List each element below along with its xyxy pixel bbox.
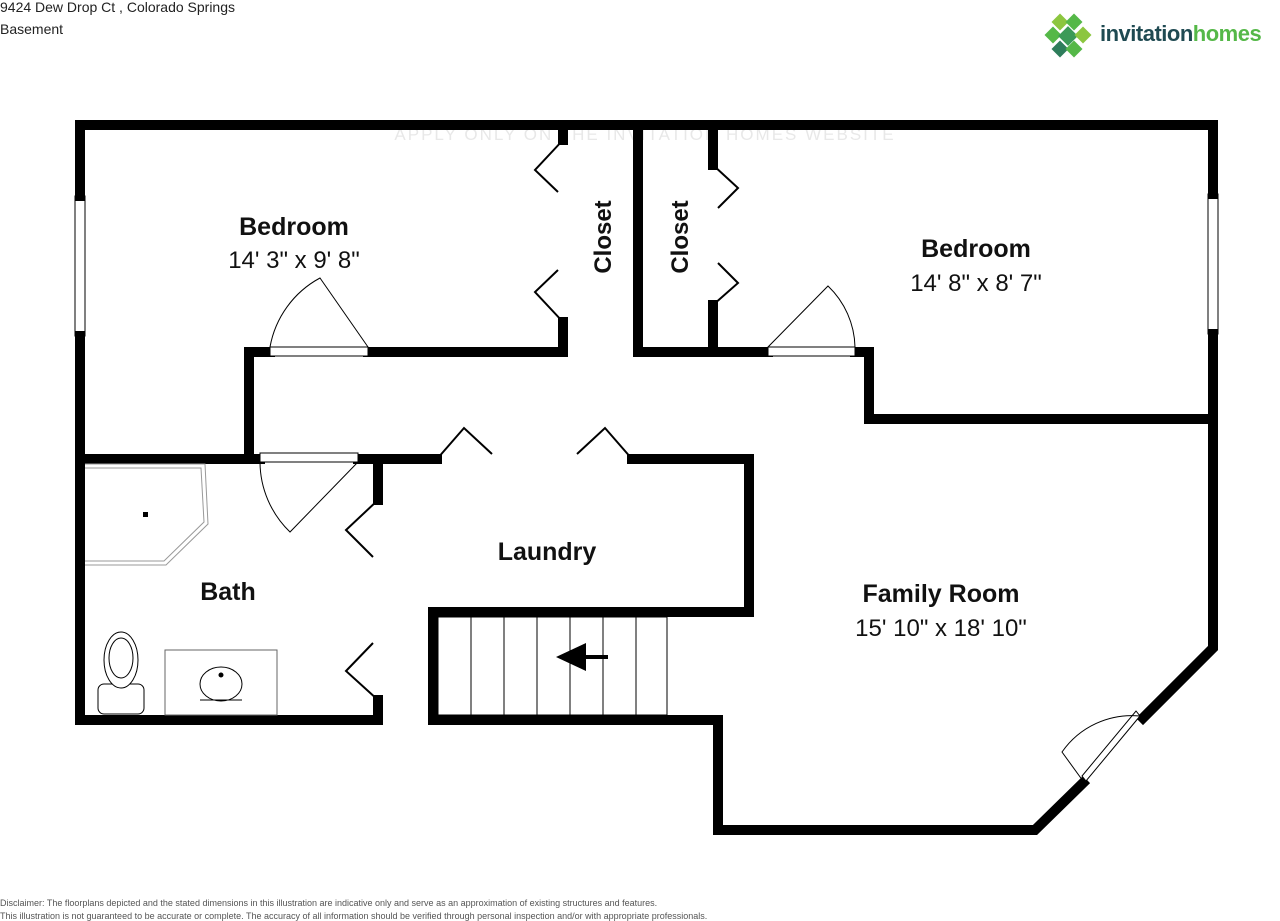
bifold-doors [344, 139, 740, 701]
room-name-laundry: Laundry [498, 538, 597, 566]
stair-direction-arrow-icon [556, 643, 608, 671]
shower-icon [85, 463, 209, 566]
room-dims-bedroom-1: 14' 3" x 9' 8" [228, 247, 360, 274]
room-dims-bedroom-2: 14' 8" x 8' 7" [910, 270, 1042, 297]
logo-text-homes: homes [1192, 21, 1262, 46]
property-address: 9424 Dew Drop Ct , Colorado Springs [0, 0, 236, 15]
logo-wordmark: invitationhomes [1100, 21, 1262, 47]
room-name-closet-2: Closet [667, 200, 694, 273]
logo-text-invitation: invitation [1100, 21, 1193, 46]
room-name-family-room: Family Room [863, 580, 1020, 608]
logo-mark-icon [1044, 13, 1092, 58]
room-name-bath: Bath [200, 578, 256, 606]
floor-level: Basement [0, 21, 64, 37]
invitation-homes-logo: invitationhomes [1044, 12, 1280, 58]
room-name-closet-1: Closet [590, 200, 617, 273]
room-name-bedroom-1: Bedroom [239, 213, 349, 241]
room-dims-family-room: 15' 10" x 18' 10" [855, 615, 1027, 642]
walls [75, 120, 1218, 835]
disclaimer-line-2: This illustration is not guaranteed to b… [0, 911, 708, 921]
doors [259, 277, 1141, 782]
room-name-bedroom-2: Bedroom [921, 235, 1031, 263]
stairs [437, 616, 668, 716]
disclaimer-line-1: Disclaimer: The floorplans depicted and … [0, 898, 658, 908]
sink-icon [164, 649, 278, 716]
toilet-icon [97, 631, 145, 715]
